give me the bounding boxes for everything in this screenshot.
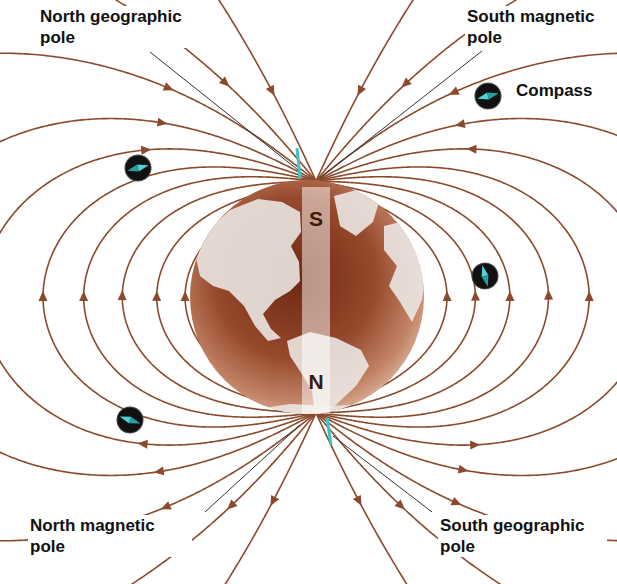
field-line <box>0 0 316 584</box>
leader-line <box>205 425 300 512</box>
compass-body <box>114 404 147 437</box>
field-arrow <box>270 495 279 506</box>
field-arrow <box>458 465 469 474</box>
field-arrow <box>451 497 462 505</box>
callout-label: South geographic pole <box>438 515 607 557</box>
compass-body <box>472 80 504 112</box>
field-arrow <box>38 291 47 301</box>
bar-magnet: SN <box>302 187 330 414</box>
compass <box>469 260 501 292</box>
pole-letter: S <box>302 207 330 231</box>
field-arrow <box>357 85 366 96</box>
compass <box>114 404 147 437</box>
compass-needle-south <box>487 90 499 100</box>
compass-needle-north <box>137 162 149 172</box>
field-arrow <box>154 466 165 475</box>
field-arrow <box>157 118 168 127</box>
leader-line <box>150 52 298 170</box>
field-arrow <box>585 291 594 301</box>
compass <box>472 80 504 112</box>
compass-needle-north <box>479 264 489 276</box>
north-america <box>196 199 301 341</box>
callout-label: North magnetic pole <box>28 515 192 557</box>
field-arrow <box>544 290 553 300</box>
compass-needle-south <box>482 275 492 287</box>
callout-label: North geographic pole <box>38 6 202 48</box>
field-arrow <box>471 291 480 301</box>
compass-needle-south <box>129 417 142 427</box>
field-arrow <box>138 440 148 449</box>
field-arrow <box>163 82 174 90</box>
compass-needle-south <box>126 165 138 175</box>
leader-lines <box>150 51 482 512</box>
greenland <box>334 189 380 236</box>
field-arrow <box>505 291 514 301</box>
callout-label: South magnetic pole <box>465 6 614 48</box>
field-arrow <box>161 501 172 509</box>
field-arrow <box>466 145 476 154</box>
field-arrow <box>219 76 229 86</box>
compasses <box>114 80 504 436</box>
field-arrow <box>470 441 480 450</box>
field-arrow <box>181 291 190 301</box>
field-arrow <box>227 499 237 509</box>
field-arrow <box>118 290 127 300</box>
field-arrow <box>455 119 466 128</box>
field-arrow <box>266 85 275 96</box>
africa-europe <box>384 221 426 322</box>
leader-line <box>333 436 432 512</box>
field-arrow <box>353 495 362 506</box>
field-line <box>0 0 316 584</box>
earth-globe <box>190 180 424 414</box>
field-arrow <box>79 291 88 301</box>
field-arrow <box>152 291 161 301</box>
pole-letter: N <box>302 370 330 394</box>
compass-body <box>469 260 501 292</box>
field-arrow <box>449 86 460 94</box>
geographic-axis-south <box>327 418 331 445</box>
field-arrow <box>443 291 452 301</box>
field-arrow <box>394 499 404 509</box>
field-line <box>0 119 316 476</box>
geographic-axis-north <box>297 148 300 178</box>
compass-needle-north <box>118 413 131 423</box>
field-arrow <box>141 146 151 155</box>
compass-body <box>122 152 154 184</box>
field-arrow <box>401 77 411 87</box>
compass-needle-north <box>476 93 488 103</box>
leader-line <box>320 51 482 178</box>
callout-label: Compass <box>514 80 595 101</box>
compass <box>122 152 154 184</box>
